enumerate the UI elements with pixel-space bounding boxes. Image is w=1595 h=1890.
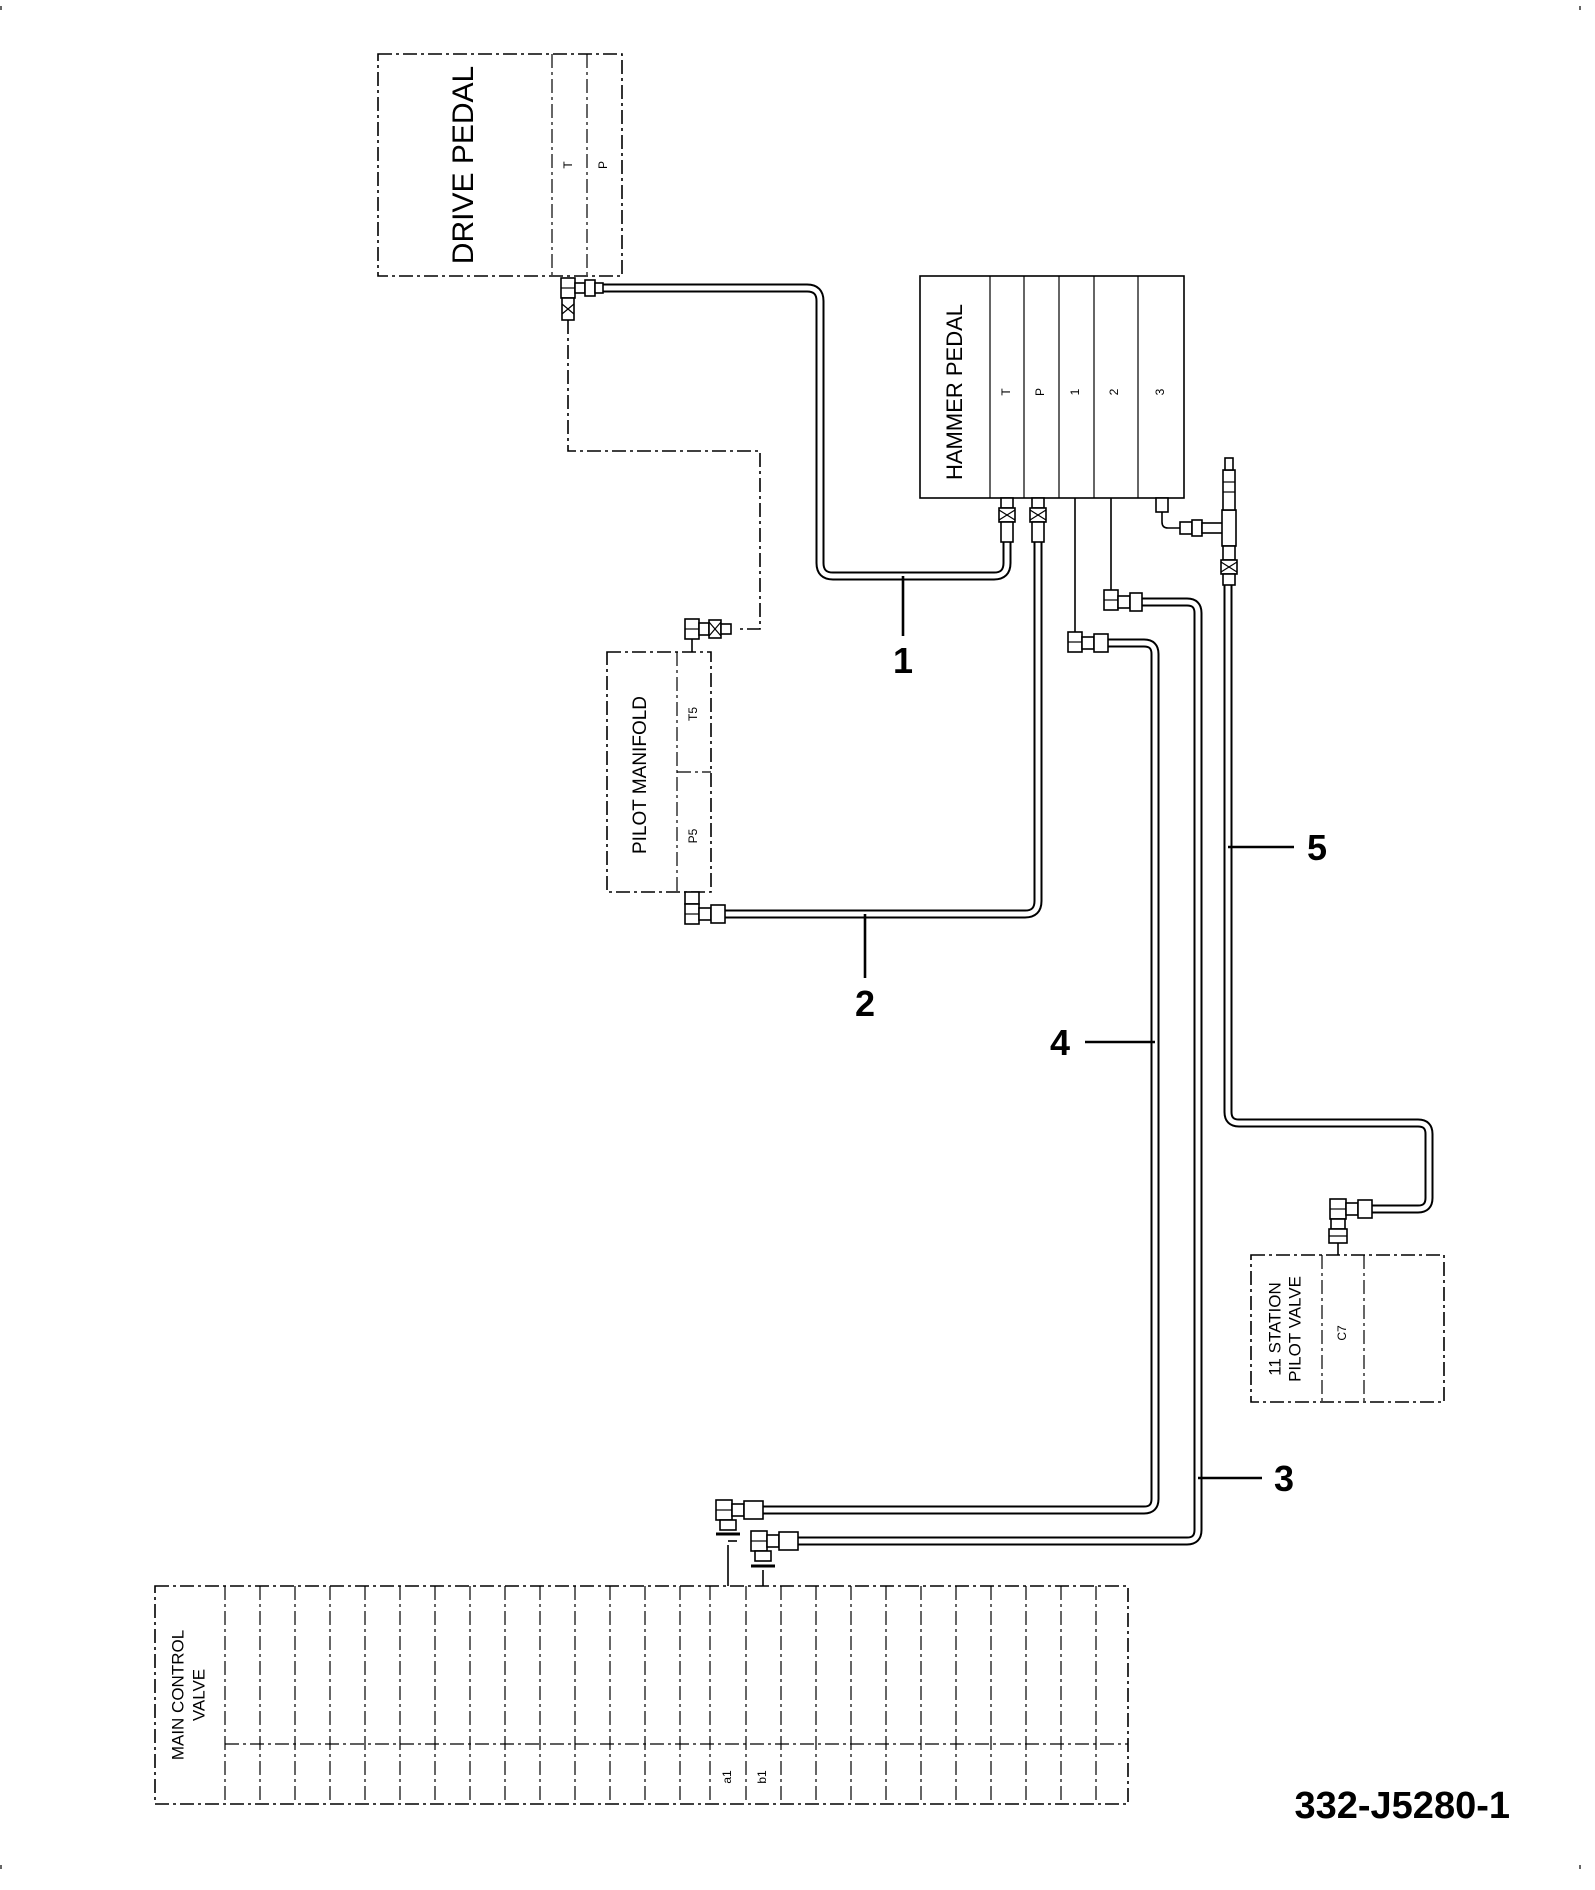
hammer-pedal-fittings	[998, 457, 1238, 586]
drive-pedal: DRIVE PEDAL T P	[377, 53, 623, 277]
station-pilot-valve: 11 STATION PILOT VALVE C7	[1250, 1254, 1445, 1403]
station-valve-fittings	[1328, 1198, 1373, 1255]
callout-3: 3	[1198, 1458, 1294, 1499]
hose-1	[603, 283, 1012, 581]
main-control-valve: MAIN CONTROL VALVE a1 b1	[154, 1585, 1129, 1805]
drive-pedal-port-t: T	[561, 161, 575, 169]
callout-4: 4	[1050, 1022, 1155, 1063]
hose-4	[763, 638, 1160, 1515]
hammer-port-p: P	[1033, 388, 1047, 396]
drawing-number: 332-J5280-1	[1294, 1785, 1510, 1827]
main-control-valve-label-1: MAIN CONTROL	[168, 1630, 187, 1760]
main-control-valve-label-2: VALVE	[189, 1669, 208, 1721]
port2-elbow	[1103, 589, 1143, 612]
hammer-port-2: 2	[1107, 388, 1121, 395]
callout-2: 2	[855, 914, 875, 1024]
pilot-manifold-fittings	[684, 618, 732, 925]
hammer-pedal: HAMMER PEDAL T P 1 2 3	[919, 275, 1185, 499]
pilot-manifold-port-p5: P5	[686, 828, 700, 843]
hose-2	[725, 542, 1043, 919]
hose-3	[798, 597, 1203, 1546]
callout-5: 5	[1228, 827, 1327, 868]
pilot-line	[567, 320, 761, 630]
callout-1-label: 1	[893, 640, 913, 681]
station-pilot-valve-label-1: 11 STATION	[1265, 1282, 1284, 1376]
pilot-manifold-port-t5: T5	[686, 707, 700, 721]
hammer-port-t: T	[999, 388, 1013, 396]
station-pilot-valve-port-c7: C7	[1335, 1325, 1349, 1341]
pilot-manifold: PILOT MANIFOLD T5 P5	[606, 651, 712, 893]
mcv-port-lines	[727, 1540, 764, 1586]
drive-pedal-label: DRIVE PEDAL	[447, 66, 480, 264]
port1-elbow	[1067, 631, 1109, 653]
callout-3-label: 3	[1274, 1458, 1294, 1499]
main-control-valve-port-a1: a1	[720, 1770, 734, 1784]
station-pilot-valve-label-2: PILOT VALVE	[1285, 1276, 1304, 1382]
hammer-port-1: 1	[1068, 388, 1082, 395]
corner-marks	[0, 6, 1581, 1869]
hammer-port-lines	[1074, 498, 1112, 632]
mcv-fittings	[715, 1499, 799, 1568]
callout-4-label: 4	[1050, 1022, 1070, 1063]
callout-2-label: 2	[855, 983, 875, 1024]
main-control-valve-port-b1: b1	[755, 1770, 769, 1784]
hose-5	[1223, 585, 1434, 1214]
callout-5-label: 5	[1307, 827, 1327, 868]
drive-pedal-port-p: P	[596, 161, 610, 169]
callout-1: 1	[893, 576, 913, 681]
hammer-port-3: 3	[1153, 388, 1167, 395]
hammer-pedal-label: HAMMER PEDAL	[942, 304, 967, 480]
pilot-manifold-label: PILOT MANIFOLD	[630, 696, 651, 854]
drive-pedal-fittings	[560, 277, 604, 321]
